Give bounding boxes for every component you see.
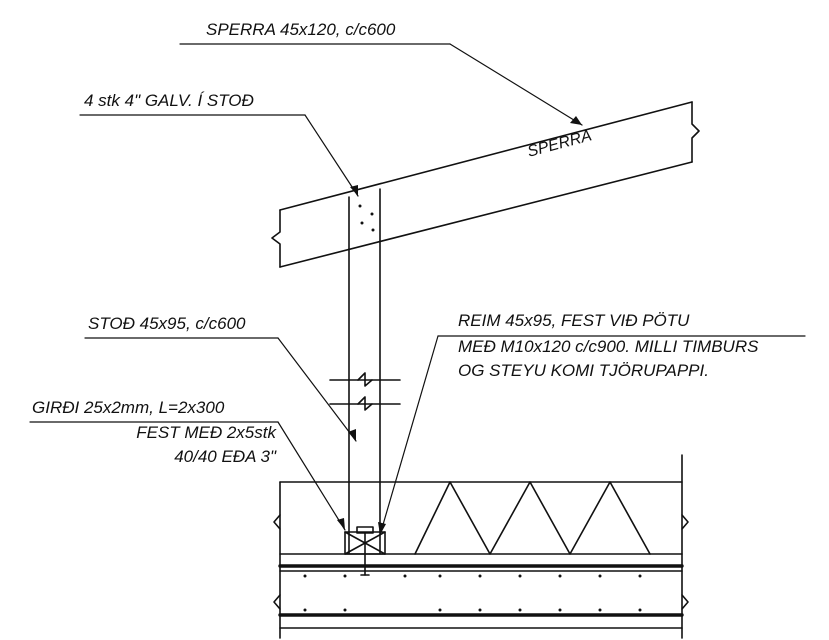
arrowheads (337, 116, 582, 535)
reim-label-line3: OG STEYU KOMI TJÖRUPAPPI. (458, 361, 709, 380)
post (329, 240, 401, 554)
rebar-dots (303, 574, 642, 612)
anchor-bolt (356, 526, 374, 576)
stod-spec-label: STOÐ 45x95, c/c600 (88, 314, 246, 333)
post-top-block (348, 188, 381, 250)
leader-lines (29, 43, 806, 536)
wall-panel (273, 454, 689, 639)
rafter (271, 101, 700, 268)
reim-label-line1: REIM 45x95, FEST VIÐ PÖTU (458, 311, 690, 330)
girdi-label-line1: GIRÐI 25x2mm, L=2x300 (32, 398, 225, 417)
girdi-label-line2: FEST MEÐ 2x5stk (136, 423, 276, 442)
reim-label-line2: MEÐ M10x120 c/c900. MILLI TIMBURS (458, 337, 759, 356)
nail-dots (358, 204, 375, 232)
nails-label: 4 stk 4" GALV. Í STOÐ (84, 91, 254, 110)
sperra-spec-label: SPERRA 45x120, c/c600 (206, 20, 396, 39)
girdi-label-line3: 40/40 EÐA 3" (174, 447, 276, 466)
